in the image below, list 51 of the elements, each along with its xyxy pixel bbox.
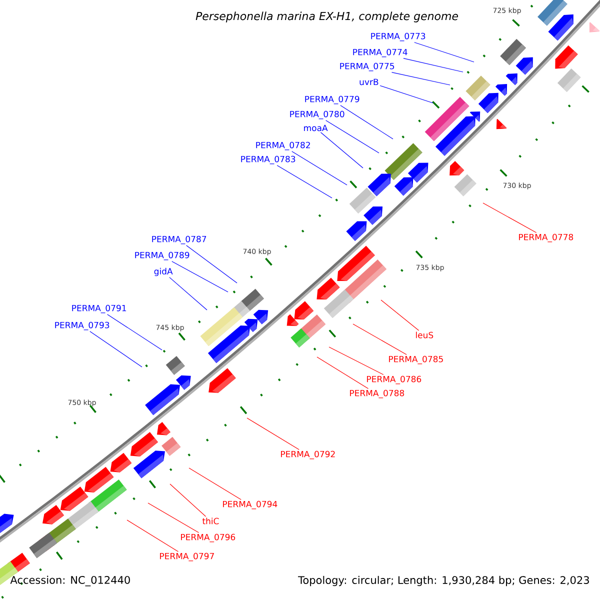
gene-label: gidA <box>154 268 173 276</box>
gene-label: PERMA_0785 <box>389 356 443 364</box>
gene-label: PERMA_0786 <box>367 376 422 384</box>
gene-label: PERMA_0780 <box>290 110 344 120</box>
leader-line <box>188 468 242 500</box>
leader-line <box>170 484 206 517</box>
gene-label: PERMA_0788 <box>350 390 404 398</box>
leader-line <box>292 151 348 186</box>
leader-line <box>403 58 464 72</box>
gene-label: PERMA_0796 <box>181 534 236 542</box>
gene-label: leuS <box>416 332 434 338</box>
leader-line <box>169 277 208 310</box>
leader-line <box>316 356 369 389</box>
leader-line <box>380 300 420 331</box>
gene-label: PERMA_0797 <box>160 552 214 562</box>
gene-label: PERMA_0778 <box>519 234 574 242</box>
gene-label: PERMA_0774 <box>353 48 408 58</box>
gene-label: PERMA_0783 <box>241 156 296 164</box>
leader-line <box>107 314 162 350</box>
leader-line <box>246 418 300 450</box>
leader-line <box>90 331 142 368</box>
leader-line <box>276 165 332 198</box>
gene-label: PERMA_0792 <box>281 450 335 460</box>
gene-label: moaA <box>304 124 328 132</box>
leader-line <box>126 520 179 552</box>
gene-label: PERMA_0775 <box>340 62 394 72</box>
leader-line <box>172 261 228 292</box>
leader-line <box>186 245 238 284</box>
footer-text: Topology: circular; Length: 1,930,284 bp; Genes: 2,023 <box>298 576 589 586</box>
leader-line <box>320 132 364 168</box>
gene-label: PERMA_0791 <box>72 304 126 314</box>
gene-label: PERMA_0787 <box>152 236 206 244</box>
leader-line <box>482 202 537 233</box>
leader-line <box>414 42 474 62</box>
leader-line <box>326 120 380 154</box>
leader-line <box>340 105 394 140</box>
gene-label: PERMA_0779 <box>305 96 360 104</box>
leader-line <box>352 324 407 355</box>
gene-label: PERMA_0773 <box>371 32 426 42</box>
gene-label: uvrB <box>360 78 378 86</box>
leader-line <box>391 72 450 86</box>
gene-label: PERMA_0782 <box>256 142 310 150</box>
leader-line <box>328 346 384 375</box>
leader-line <box>148 502 200 533</box>
gene-label: PERMA_0789 <box>135 252 190 260</box>
leader-line <box>380 85 434 104</box>
title: Persephonella marina EX-H1, complete genome <box>196 12 458 22</box>
footer-text: Accession: NC_012440 <box>10 576 130 586</box>
gene-label: PERMA_0793 <box>55 322 110 330</box>
gene-label: thiC <box>202 518 219 524</box>
gene-label: PERMA_0794 <box>223 500 278 510</box>
